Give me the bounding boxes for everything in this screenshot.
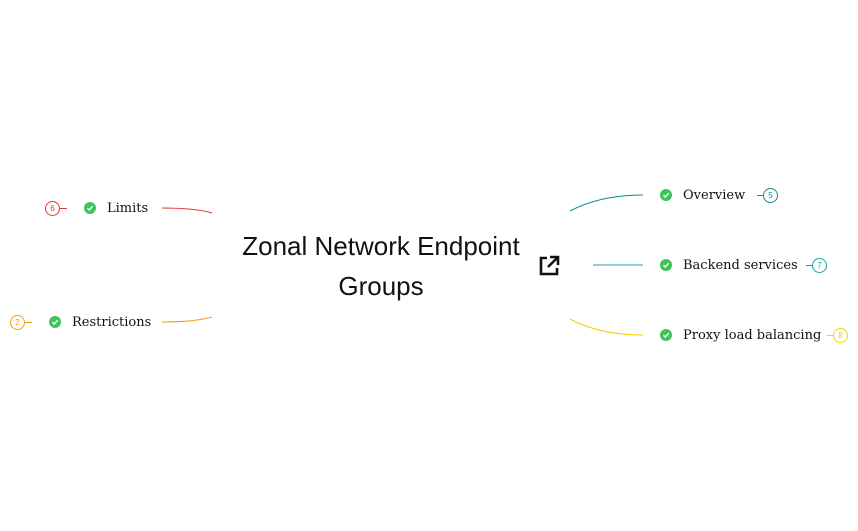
check-circle-icon: [84, 202, 96, 214]
node-label-restrictions[interactable]: Restrictions: [72, 314, 152, 330]
check-circle-icon: [660, 329, 672, 341]
node-label-limits[interactable]: Limits: [107, 200, 149, 216]
check-circle-icon: [660, 189, 672, 201]
badge-backend-services: 7: [812, 258, 827, 273]
badge-overview: 5: [763, 188, 778, 203]
check-circle-icon: [660, 259, 672, 271]
connector-limits: [161, 207, 213, 214]
badge-proxy-load-balancing: 8: [833, 328, 848, 343]
node-overview[interactable]: Overview: [660, 185, 745, 205]
node-backend-services[interactable]: Backend services: [660, 255, 798, 275]
badge-tick-limits: [60, 208, 67, 209]
badge-limits: 6: [45, 201, 60, 216]
central-topic-title: Zonal Network Endpoint Groups: [242, 231, 520, 301]
badge-tick-restrictions: [25, 322, 32, 323]
badge-tick-proxy-load-balancing: [827, 335, 835, 336]
node-limits[interactable]: Limits: [84, 198, 148, 218]
badge-tick-overview: [757, 195, 765, 196]
node-label-backend-services[interactable]: Backend services: [683, 257, 798, 273]
connector-restrictions: [161, 316, 213, 323]
badge-restrictions: 2: [10, 315, 25, 330]
node-restrictions[interactable]: Restrictions: [49, 312, 151, 332]
badge-tick-backend-services: [806, 265, 814, 266]
node-proxy-load-balancing[interactable]: Proxy load balancing: [660, 325, 821, 345]
connector-proxy: [569, 318, 644, 336]
external-link-icon[interactable]: [536, 253, 562, 279]
node-label-overview[interactable]: Overview: [683, 187, 746, 203]
connector-overview: [569, 194, 644, 212]
check-circle-icon: [49, 316, 61, 328]
node-label-proxy-load-balancing[interactable]: Proxy load balancing: [683, 327, 822, 343]
